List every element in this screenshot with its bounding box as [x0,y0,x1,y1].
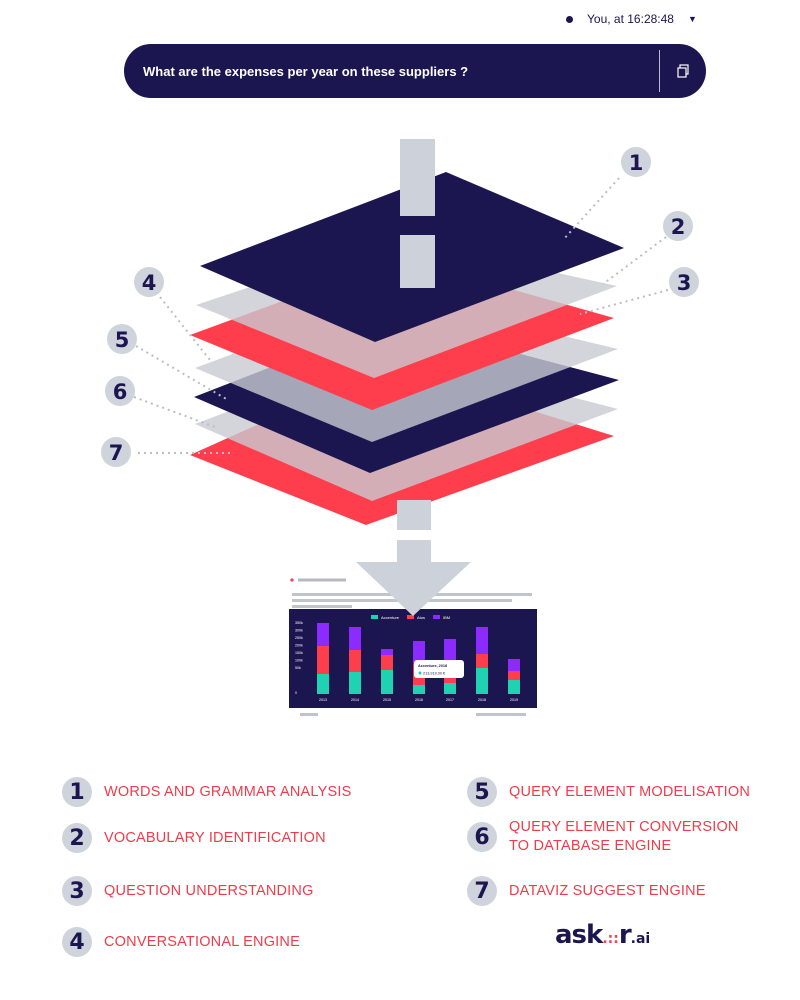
legend-label: CONVERSATIONAL ENGINE [104,933,300,950]
badge-4: 4 [134,267,164,297]
leader-4 [159,296,211,361]
svg-text:2016: 2016 [415,698,423,702]
svg-text:213,919.00 €: 213,919.00 € [423,672,446,676]
leader-1 [562,177,620,241]
legend-number: 4 [62,927,92,957]
svg-text:Accenture, 2018: Accenture, 2018 [418,664,447,668]
question-text: What are the expenses per year on these … [143,63,469,79]
user-dot-icon [566,15,573,23]
svg-text:2: 2 [671,215,686,239]
legend-label: VOCABULARY IDENTIFICATION [104,829,326,846]
legend-number: 2 [62,823,92,853]
badge-2: 2 [663,211,693,241]
svg-text:Atos: Atos [417,615,425,620]
legend-label: QUERY ELEMENT CONVERSION TO DATABASE ENG… [509,819,739,854]
svg-text:1: 1 [629,151,644,175]
svg-text:6: 6 [113,380,128,404]
legend-item-3: 3 QUESTION UNDERSTANDING [62,876,314,906]
svg-text:2017: 2017 [446,698,454,702]
svg-text:Accenture: Accenture [381,615,400,620]
arrow-segment-low [397,500,431,530]
message-meta: You, at 16:28:48 ▼ [566,12,697,26]
chevron-down-icon[interactable]: ▼ [687,14,697,24]
svg-text:2015: 2015 [383,698,391,702]
legend-item-1: 1 WORDS AND GRAMMAR ANALYSIS [62,777,351,807]
legend-label: QUESTION UNDERSTANDING [104,882,314,899]
badge-3: 3 [669,267,699,297]
svg-text:2013: 2013 [319,698,327,702]
legend-item-4: 4 CONVERSATIONAL ENGINE [62,927,300,957]
svg-text:2014: 2014 [351,698,359,702]
svg-text:250k: 250k [295,636,303,640]
svg-text:2018: 2018 [478,698,486,702]
legend-label: QUERY ELEMENT MODELISATION [509,783,751,800]
legend-number: 6 [467,822,497,852]
svg-text:3: 3 [677,271,692,295]
copy-icon[interactable] [660,64,706,78]
svg-text:200k: 200k [295,644,303,648]
svg-text:300k: 300k [295,629,303,633]
divider [659,50,660,92]
svg-text:4: 4 [142,271,157,295]
legend-item-5: 5 QUERY ELEMENT MODELISATION [467,777,750,807]
result-thumbnail: Accenture Atos IBM 350k 300k 250k 200k 1… [287,575,539,723]
arrow-head [356,562,471,616]
question-bubble: What are the expenses per year on these … [124,44,706,98]
arrow-segment-mid [400,235,435,288]
svg-text:150k: 150k [295,651,303,655]
message-timestamp: You, at 16:28:48 [587,12,674,26]
svg-text:100k: 100k [295,659,303,663]
legend-label: DATAVIZ SUGGEST ENGINE [509,882,706,899]
legend-number: 7 [467,876,497,906]
badge-5: 5 [107,324,137,354]
svg-text:50k: 50k [295,666,301,670]
svg-text:0: 0 [295,691,297,695]
legend-number: 5 [467,777,497,807]
legend-item-7: 7 DATAVIZ SUGGEST ENGINE [467,876,706,906]
legend-item-6: 6 QUERY ELEMENT CONVERSION TO DATABASE E… [467,818,767,856]
processing-layers-diagram: 1 2 3 4 5 6 7 Accenture Atos IBM 350k 30… [101,139,699,723]
arrow-segment-top [400,139,435,216]
legend-item-2: 2 VOCABULARY IDENTIFICATION [62,823,326,853]
badge-1: 1 [621,147,651,177]
legend-number: 1 [62,777,92,807]
svg-text:IBM: IBM [443,615,450,620]
badge-7: 7 [101,437,131,467]
legend-number: 3 [62,876,92,906]
arrow-shaft [397,540,431,562]
askr-logo: ask.::r.ai [555,920,651,950]
svg-text:5: 5 [115,328,130,352]
svg-text:2019: 2019 [510,698,518,702]
legend-label: WORDS AND GRAMMAR ANALYSIS [104,783,352,800]
leader-2 [602,236,667,285]
svg-text:350k: 350k [295,621,303,625]
svg-text:7: 7 [109,441,124,465]
leader-6 [133,396,216,428]
badge-6: 6 [105,376,135,406]
